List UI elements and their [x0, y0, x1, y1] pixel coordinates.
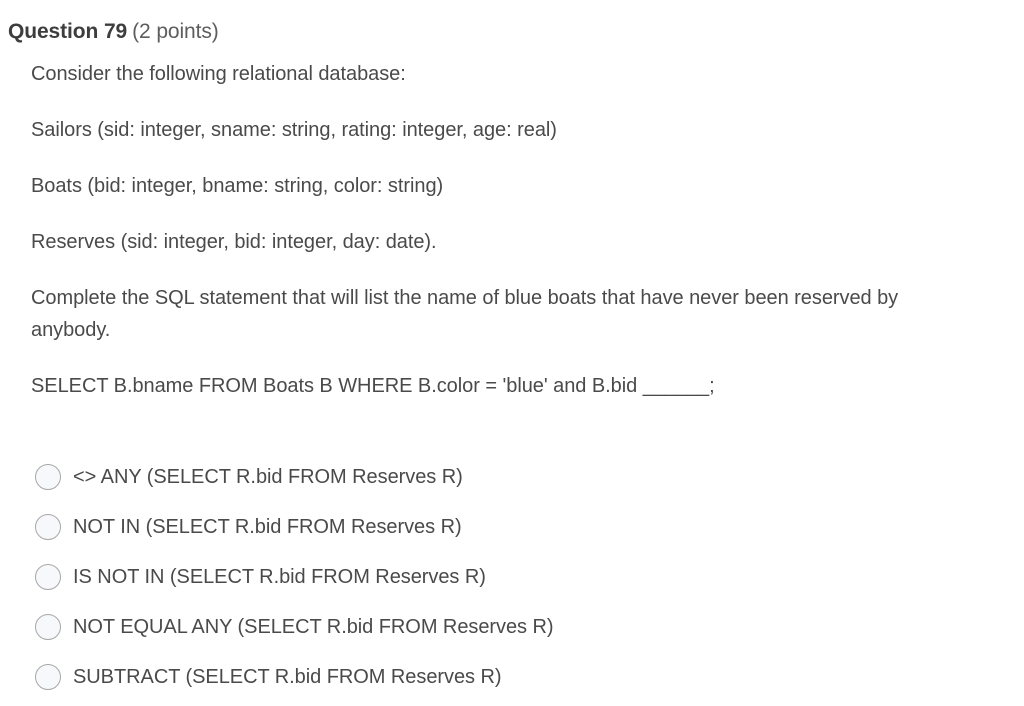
option-row[interactable]: NOT IN (SELECT R.bid FROM Reserves R): [35, 502, 554, 552]
option-label: NOT EQUAL ANY (SELECT R.bid FROM Reserve…: [73, 616, 554, 638]
radio-button-icon[interactable]: [35, 514, 61, 540]
option-label: SUBTRACT (SELECT R.bid FROM Reserves R): [73, 666, 502, 688]
option-row[interactable]: IS NOT IN (SELECT R.bid FROM Reserves R): [35, 552, 554, 602]
task-instruction: Complete the SQL statement that will lis…: [31, 287, 899, 341]
option-row[interactable]: NOT EQUAL ANY (SELECT R.bid FROM Reserve…: [35, 602, 554, 652]
option-row[interactable]: SUBTRACT (SELECT R.bid FROM Reserves R): [35, 652, 554, 702]
radio-button-icon[interactable]: [35, 664, 61, 690]
radio-button-icon[interactable]: [35, 464, 61, 490]
sql-statement: SELECT B.bname FROM Boats B WHERE B.colo…: [31, 375, 715, 397]
question-number: Question 79: [8, 20, 128, 43]
schema-boats: Boats (bid: integer, bname: string, colo…: [31, 175, 444, 197]
option-label: NOT IN (SELECT R.bid FROM Reserves R): [73, 516, 462, 538]
question-points: (2 points): [132, 20, 219, 43]
radio-button-icon[interactable]: [35, 614, 61, 640]
answer-options: <> ANY (SELECT R.bid FROM Reserves R) NO…: [35, 452, 554, 702]
question-header: Question 79(2 points): [0, 0, 1024, 46]
schema-reserves: Reserves (sid: integer, bid: integer, da…: [31, 231, 437, 253]
option-row[interactable]: <> ANY (SELECT R.bid FROM Reserves R): [35, 452, 554, 502]
schema-sailors: Sailors (sid: integer, sname: string, ra…: [31, 119, 557, 141]
intro-text: Consider the following relational databa…: [31, 63, 406, 85]
radio-button-icon[interactable]: [35, 564, 61, 590]
option-label: IS NOT IN (SELECT R.bid FROM Reserves R): [73, 566, 486, 588]
question-body: Consider the following relational databa…: [0, 58, 1024, 402]
option-label: <> ANY (SELECT R.bid FROM Reserves R): [73, 466, 463, 488]
